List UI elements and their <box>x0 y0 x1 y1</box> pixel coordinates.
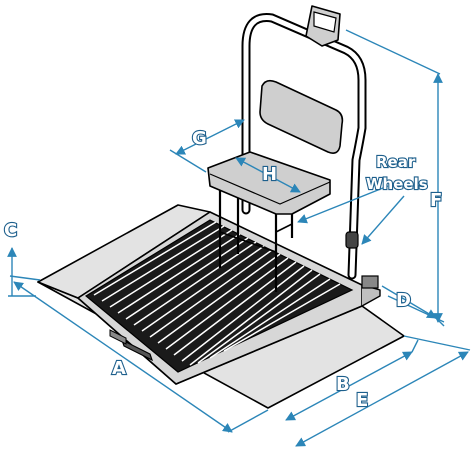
dimension-lines <box>7 29 471 447</box>
upright-frame <box>241 13 367 280</box>
label-g: G <box>192 128 207 149</box>
label-c: C <box>4 220 17 241</box>
rear-wheel <box>345 231 359 249</box>
label-wheels: Wheels <box>366 175 428 193</box>
label-f: F <box>430 190 442 211</box>
label-e: E <box>356 390 368 411</box>
label-a: A <box>112 358 126 379</box>
label-h: H <box>262 164 277 185</box>
label-d: D <box>396 290 411 311</box>
frame <box>241 5 379 289</box>
label-b: B <box>336 374 350 395</box>
label-rear: Rear <box>376 153 416 171</box>
dimension-labels: A B C D E F G H Rear Wheels <box>3 127 443 412</box>
backrest <box>259 79 344 154</box>
